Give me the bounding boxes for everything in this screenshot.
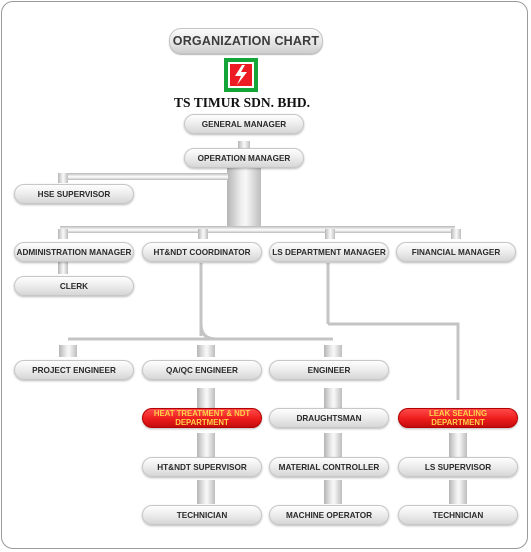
company-name: TS TIMUR SDN. BHD. — [174, 95, 310, 110]
node-htndt-coordinator: HT&NDT COORDINATOR — [142, 242, 262, 262]
connector-ls-drop — [325, 229, 335, 239]
node-administration-manager: ADMINISTRATION MANAGER — [14, 242, 134, 262]
node-technician-2: TECHNICIAN — [398, 505, 518, 525]
node-ls-department-manager: LS DEPARTMENT MANAGER — [269, 242, 389, 262]
node-hse-supervisor: HSE SUPERVISOR — [14, 184, 134, 204]
connector-heat-sup — [197, 433, 215, 457]
connector-gm-om — [238, 141, 250, 151]
connector-admin-drop — [58, 229, 68, 239]
connector-eng-drop — [324, 345, 342, 357]
connector-qa-drop — [197, 345, 215, 357]
node-financial-manager: FINANCIAL MANAGER — [396, 242, 516, 262]
node-ls-supervisor: LS SUPERVISOR — [398, 457, 518, 477]
connector-admin-clerk — [58, 262, 68, 274]
company-logo — [224, 58, 258, 92]
connector-hse-drop — [58, 173, 68, 183]
connector-om-trunk — [227, 166, 261, 226]
connector-managers-bar — [60, 226, 455, 233]
line-ls-to-leak — [328, 322, 460, 400]
chart-title: ORGANIZATION CHART — [169, 28, 323, 54]
line-htndt-curve — [199, 323, 217, 341]
leak-sealing-line2: DEPARTMENT — [431, 418, 485, 427]
connector-sup-tech — [197, 480, 215, 504]
node-machine-operator: MACHINE OPERATOR — [269, 505, 389, 525]
connector-lssup-tech — [449, 480, 467, 504]
node-material-controller: MATERIAL CONTROLLER — [269, 457, 389, 477]
node-project-engineer: PROJECT ENGINEER — [14, 360, 134, 380]
heat-treatment-line2: DEPARTMENT — [175, 418, 229, 427]
connector-pe-drop — [59, 345, 77, 357]
heat-treatment-line1: HEAT TREATMENT & NDT — [153, 409, 251, 418]
leak-sealing-line1: LEAK SEALING — [428, 409, 488, 418]
node-leak-sealing-department: LEAK SEALING DEPARTMENT — [398, 408, 518, 428]
connector-eng-draught — [324, 388, 342, 408]
connector-htndt-drop — [198, 229, 208, 239]
connector-draught-mat — [324, 433, 342, 457]
node-engineer: ENGINEER — [269, 360, 389, 380]
connector-leak-sup — [449, 433, 467, 457]
node-heat-treatment-department: HEAT TREATMENT & NDT DEPARTMENT — [142, 408, 262, 428]
connector-qa-heat — [197, 388, 215, 408]
connector-fin-drop — [451, 229, 461, 239]
node-clerk: CLERK — [14, 276, 134, 296]
node-technician-1: TECHNICIAN — [142, 505, 262, 525]
connector-mat-machine — [324, 480, 342, 504]
node-general-manager: GENERAL MANAGER — [184, 114, 304, 134]
node-qaqc-engineer: QA/QC ENGINEER — [142, 360, 262, 380]
connector-hse-branch — [60, 173, 228, 180]
node-htndt-supervisor: HT&NDT SUPERVISOR — [142, 457, 262, 477]
node-operation-manager: OPERATION MANAGER — [184, 148, 304, 168]
node-draughtsman: DRAUGHTSMAN — [269, 408, 389, 428]
